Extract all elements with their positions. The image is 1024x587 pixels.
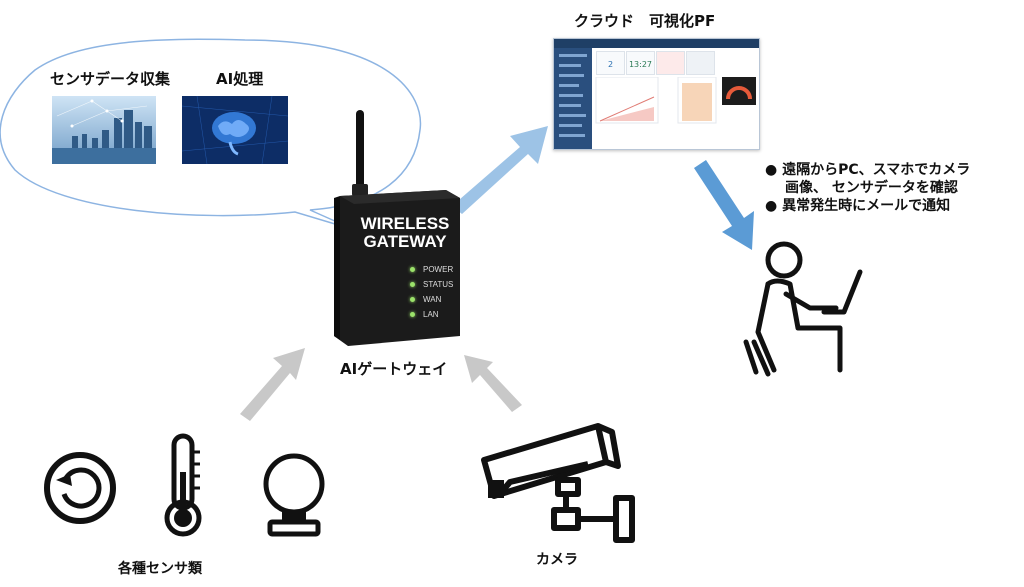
led-lan: LAN [410,310,439,319]
city-image [52,96,156,164]
sensor-data-label: センサデータ収集 [50,70,171,88]
led-wan: WAN [410,295,441,304]
gateway-label-line1: WIRELESS [360,214,450,233]
security-camera-icon [481,423,635,543]
gateway-device [334,110,460,346]
camera-caption: カメラ [536,552,578,568]
sensors-caption: 各種センサ類 [118,561,202,577]
dashboard-screenshot: 2 13:27 [553,38,760,150]
led-indicator-icon [410,282,415,288]
led-indicator-icon [410,312,415,318]
user-laptop-icon [743,241,863,377]
round-sensor-icon [263,453,325,537]
dashboard-topbar [554,39,759,48]
led-indicator-icon [410,297,415,303]
feature-bullets: ● 遠隔からPC、スマホでカメラ 画像、 センサデータを確認 ● 異常発生時にメ… [765,161,970,215]
ai-brain-image [182,96,288,164]
bullet-item: ● 異常発生時にメールで通知 [765,198,951,214]
bullet-item-continued: 画像、 センサデータを確認 [785,180,958,196]
led-indicator-icon [410,267,415,273]
bullet-dot-icon: ● [765,198,783,214]
bullet-item: ● 遠隔からPC、スマホでカメラ [765,162,971,178]
gateway-caption: AIゲートウェイ [340,360,448,378]
bullet-dot-icon: ● [765,162,783,178]
ai-processing-label: AI処理 [216,70,264,88]
dashboard-card-info [686,51,715,75]
dashboard-card-time: 13:27 [626,51,655,75]
thermometer-icon [164,433,202,537]
dashboard-charts [595,77,756,124]
gateway-label-line2: GATEWAY [363,232,447,251]
dashboard-card-count: 2 [596,51,625,75]
dashboard-sidebar [554,48,592,149]
cloud-title: クラウド 可視化PF [574,12,716,30]
led-status: STATUS [410,280,453,289]
led-power: POWER [410,265,453,274]
rotation-sensor-icon [44,452,116,524]
dashboard-card-alert [656,51,685,75]
